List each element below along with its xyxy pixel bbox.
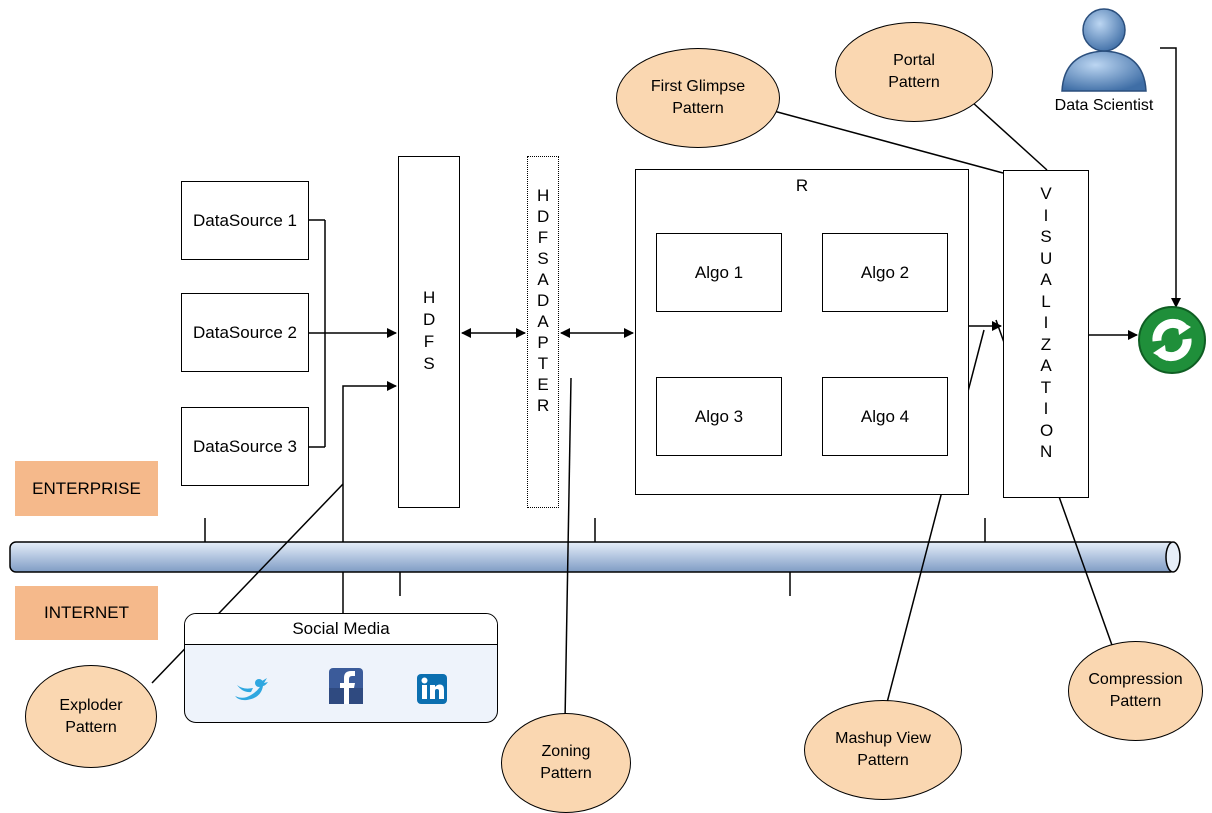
zoning-pattern[interactable]: Zoning Pattern: [501, 713, 631, 813]
twitter-icon[interactable]: [231, 676, 271, 702]
datasource-1[interactable]: DataSource 1: [181, 181, 309, 260]
visualization-label: V I S U A L I Z A T I O N: [1040, 184, 1054, 461]
datasource-connector: [309, 219, 397, 448]
facebook-icon[interactable]: [329, 668, 363, 704]
network-bus: [9, 541, 1181, 573]
algo-3-box[interactable]: Algo 3: [656, 377, 782, 456]
hdfs-adapter-label: H D F S A D A P T E R: [537, 186, 550, 415]
datasource-2[interactable]: DataSource 2: [181, 293, 309, 372]
portal-pattern[interactable]: Portal Pattern: [835, 22, 993, 122]
social-media-panel[interactable]: Social Media: [184, 613, 498, 723]
algo-2-box[interactable]: Algo 2: [822, 233, 948, 312]
hdfs-adapter-box[interactable]: H D F S A D A P T E R: [527, 156, 559, 508]
algo-4-box[interactable]: Algo 4: [822, 377, 948, 456]
r-title: R: [795, 176, 809, 195]
first-glimpse-pattern[interactable]: First Glimpse Pattern: [616, 48, 780, 148]
internet-zone-label: INTERNET: [15, 586, 158, 640]
hdfs-label: H D F S: [423, 288, 436, 373]
compression-pattern[interactable]: Compression Pattern: [1068, 641, 1203, 741]
enterprise-zone-label: ENTERPRISE: [15, 461, 158, 516]
mashup-view-pattern[interactable]: Mashup View Pattern: [804, 700, 962, 800]
linkedin-icon[interactable]: [417, 674, 447, 704]
datasource-3[interactable]: DataSource 3: [181, 407, 309, 486]
r-container[interactable]: R Algo 1 Algo 2 Algo 3 Algo 4: [635, 169, 969, 495]
social-media-title: Social Media: [185, 614, 497, 645]
data-scientist-label: Data Scientist: [1054, 97, 1154, 114]
algo-1-box[interactable]: Algo 1: [656, 233, 782, 312]
hdfs-box[interactable]: H D F S: [398, 156, 460, 508]
hub-to-scientist-arrow: [1160, 47, 1181, 308]
visualization-box[interactable]: V I S U A L I Z A T I O N: [1003, 170, 1089, 498]
person-icon[interactable]: [1054, 3, 1154, 93]
social-to-hdfs-arrow: [342, 381, 397, 613]
bus-taps: [204, 518, 986, 596]
recycle-arrows-icon[interactable]: [1137, 305, 1207, 375]
exploder-pattern[interactable]: Exploder Pattern: [25, 665, 157, 768]
